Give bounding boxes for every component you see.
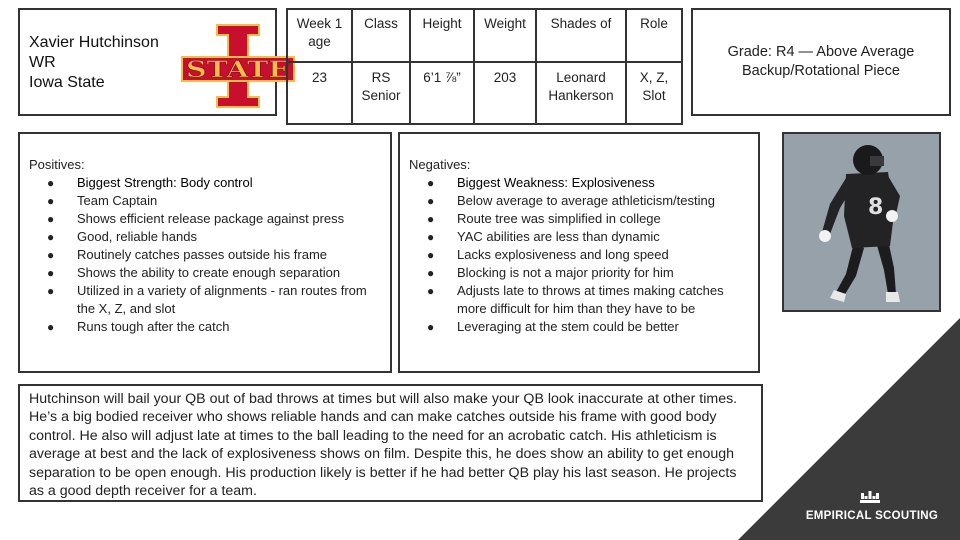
bullet-icon: ● [47, 194, 55, 208]
list-item: ●Utilized in a variety of alignments - r… [47, 283, 367, 316]
stats-header-row: Week 1 age Class Height Weight Shades of… [286, 8, 683, 63]
stats-value-cell: 23 [286, 61, 353, 125]
list-item: ●Adjusts late to throws at times making … [427, 283, 724, 316]
bullet-icon: ● [427, 284, 435, 298]
list-item: ●Below average to average athleticism/te… [427, 193, 715, 208]
list-item: ●Route tree was simplified in college [427, 211, 661, 226]
stats-header-cell: Weight [473, 8, 537, 63]
list-item: ●Good, reliable hands [47, 229, 197, 244]
list-item: ●Routinely catches passes outside his fr… [47, 247, 328, 262]
bullet-icon: ● [47, 320, 55, 334]
stats-header-cell: Role [625, 8, 683, 63]
player-text: Xavier Hutchinson WR Iowa State [29, 33, 159, 93]
stats-value-cell: 6’1 ⅞” [409, 61, 475, 125]
stats-value-cell: 203 [473, 61, 537, 125]
iowa-state-logo: STATE [181, 24, 295, 108]
bullet-icon: ● [47, 230, 55, 244]
list-item: ●Biggest Weakness: Explosiveness [427, 175, 655, 190]
list-item: ●Team Captain [47, 193, 158, 208]
grade-line: Grade: R4 — Above Average [727, 44, 915, 60]
stats-table: Week 1 age Class Height Weight Shades of… [286, 8, 683, 125]
positives-list: ●Biggest Strength: Body control ●Team Ca… [29, 174, 384, 336]
player-name: Xavier Hutchinson [29, 34, 159, 51]
stats-header-cell: Height [409, 8, 475, 63]
list-item: ●Runs tough after the catch [47, 319, 230, 334]
positives-title: Positives: [29, 157, 85, 172]
list-item: ●Lacks explosiveness and long speed [427, 247, 669, 262]
list-item: ●Leveraging at the stem could be better [427, 319, 679, 334]
stats-header-cell: Class [351, 8, 411, 63]
bullet-icon: ● [427, 194, 435, 208]
bullet-icon: ● [47, 266, 55, 280]
negatives-list: ●Biggest Weakness: Explosiveness ●Below … [409, 174, 752, 336]
list-item: ●YAC abilities are less than dynamic [427, 229, 660, 244]
bullet-icon: ● [427, 176, 435, 190]
summary-text: Hutchinson will bail your QB out of bad … [29, 391, 738, 500]
player-info-card: Xavier Hutchinson WR Iowa State STATE [18, 8, 295, 116]
list-item: ●Shows efficient release package against… [47, 211, 345, 226]
grade-card: Grade: R4 — Above Average Backup/Rotatio… [691, 8, 951, 116]
stats-header-cell: Week 1 age [286, 8, 353, 63]
bullet-icon: ● [427, 248, 435, 262]
bullet-icon: ● [47, 248, 55, 262]
stats-value-cell: X, Z, Slot [625, 61, 683, 125]
logo-lettering: STATE [186, 57, 290, 83]
bullet-icon: ● [427, 266, 435, 280]
negatives-title: Negatives: [409, 157, 471, 172]
brand-label: EMPIRICAL SCOUTING [805, 510, 939, 522]
player-photo: 8 [782, 132, 941, 312]
bullet-icon: ● [427, 212, 435, 226]
stats-value-cell: RS Senior [351, 61, 411, 125]
summary-card: Hutchinson will bail your QB out of bad … [18, 384, 763, 502]
stats-value-cell: Leonard Hankerson [535, 61, 627, 125]
player-silhouette: 8 [784, 134, 939, 310]
jersey-number-art: 8 [868, 195, 883, 220]
corner-brand-triangle [738, 318, 960, 540]
bullet-icon: ● [47, 176, 55, 190]
bullet-icon: ● [427, 320, 435, 334]
bullet-icon: ● [47, 284, 55, 298]
list-item: ●Biggest Strength: Body control [47, 175, 253, 190]
crown-icon [860, 491, 880, 503]
list-item: ●Blocking is not a major priority for hi… [427, 265, 674, 280]
player-school: Iowa State [29, 74, 105, 91]
bullet-icon: ● [427, 230, 435, 244]
grade-role-line: Backup/Rotational Piece [742, 63, 900, 79]
negatives-card: Negatives: ●Biggest Weakness: Explosiven… [398, 132, 760, 373]
bullet-icon: ● [47, 212, 55, 226]
stats-value-row: 23 RS Senior 6’1 ⅞” 203 Leonard Hankerso… [286, 61, 683, 125]
player-position: WR [29, 54, 56, 71]
list-item: ●Shows the ability to create enough sepa… [47, 265, 341, 280]
stats-header-cell: Shades of [535, 8, 627, 63]
positives-card: Positives: ●Biggest Strength: Body contr… [18, 132, 392, 373]
